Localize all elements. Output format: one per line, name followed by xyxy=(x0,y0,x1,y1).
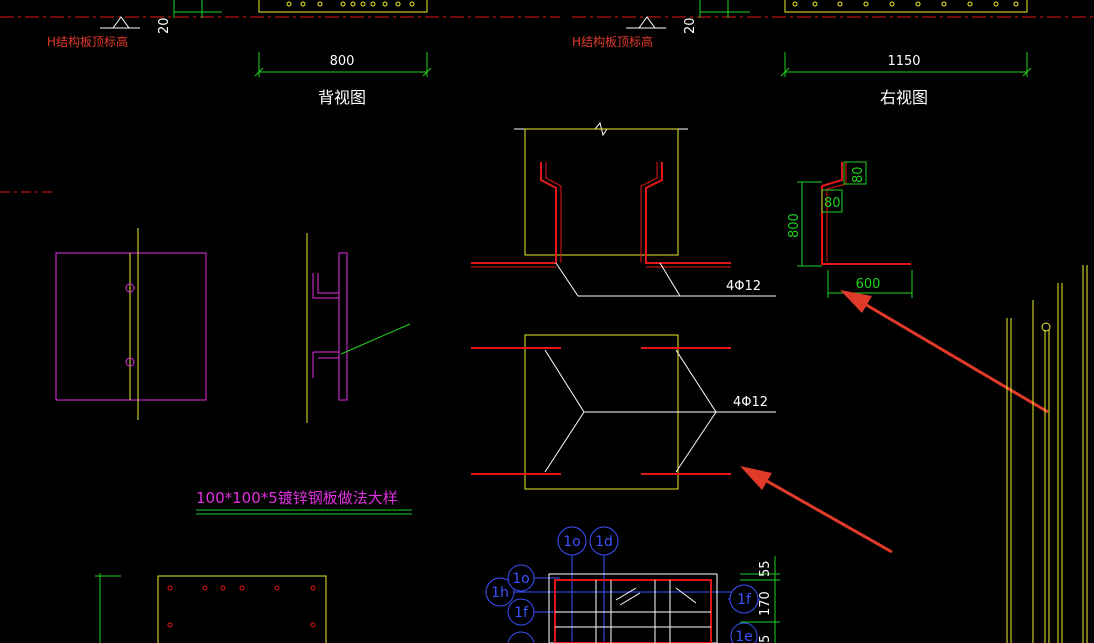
leader-line-plate xyxy=(340,323,411,355)
width-dim-left: 800 xyxy=(330,54,355,69)
rebar-label-plan: 4Φ12 xyxy=(733,395,768,410)
rebar-left-b xyxy=(545,162,562,263)
bubble-inner-a: 1o xyxy=(512,571,529,587)
bubble-bottom-circle xyxy=(507,631,535,643)
plate-detail-title: 100*100*5镀锌钢板做法大样 xyxy=(196,489,398,507)
section-dim-55: 55 xyxy=(758,560,773,577)
bubble-inner-b-circle xyxy=(507,598,535,626)
bent-height-dim: 800 xyxy=(787,213,802,238)
anchor-hook-upper xyxy=(312,273,339,299)
bolt-holes-left xyxy=(286,1,415,7)
bubble-right-a-circle xyxy=(729,584,759,614)
bottom-plate-holes xyxy=(167,585,316,628)
bubble-top-b-circle xyxy=(589,526,619,556)
right-view-group: H结构板顶标高 20 1150 右视图 xyxy=(572,0,1094,107)
rebar-right-b xyxy=(640,162,658,263)
offset-dim-left: 20 xyxy=(157,17,172,34)
dim-tick-800-b xyxy=(422,67,432,77)
view-title-back: 背视图 xyxy=(318,88,366,107)
arrow-1-shaft xyxy=(857,298,1049,414)
offset-dim-box xyxy=(821,189,843,213)
section-outline xyxy=(548,573,718,643)
section-ties xyxy=(555,580,711,643)
level-label-left: H结构板顶标高 xyxy=(47,34,128,49)
level-label-right: H结构板顶标高 xyxy=(572,34,653,49)
column-outline xyxy=(524,128,679,256)
leader-lines-plan xyxy=(544,349,776,473)
bent-hook-dim: 80 xyxy=(851,166,866,183)
bent-bar-group: 800 80 80 600 xyxy=(787,161,913,298)
level-triangle-right xyxy=(638,16,656,29)
bubble-left-a-circle xyxy=(485,577,515,607)
bottom-plate-group xyxy=(95,573,327,643)
view-title-right: 右视图 xyxy=(880,88,928,107)
bottom-plate-rect xyxy=(157,575,327,643)
section-dim-170: 170 xyxy=(758,591,773,616)
bent-offset-dim: 80 xyxy=(824,196,841,211)
bent-bar-inner xyxy=(826,162,847,262)
grid-bubbles xyxy=(485,526,759,643)
bolt-hole-upper xyxy=(125,283,135,293)
plate-front-rect xyxy=(55,252,207,401)
dim-tick-800-a xyxy=(254,67,264,77)
arrow-1-head xyxy=(840,290,872,313)
anchor-hook-lower xyxy=(312,351,339,378)
bolt-hole-lower xyxy=(125,357,135,367)
rebar-left-a xyxy=(471,162,557,264)
plate-side-rect xyxy=(338,252,348,401)
right-edge-lines xyxy=(1006,265,1088,643)
bubble-inner-a-circle xyxy=(507,564,535,592)
dim-tick-1150-a xyxy=(780,67,790,77)
back-view-group: H结构板顶标高 20 800 背视图 xyxy=(0,0,560,107)
bubble-inner-b: 1f xyxy=(514,605,529,621)
rebar-right-a xyxy=(645,162,731,264)
leader-lines-elevation xyxy=(555,262,776,297)
plate-outline-left xyxy=(258,0,428,13)
bent-bar-main xyxy=(821,162,911,265)
bubble-right-a: 1f xyxy=(737,592,752,608)
bolt-holes-right xyxy=(792,1,1019,7)
rebar-label-elevation: 4Φ12 xyxy=(726,279,761,294)
offset-dim-right: 20 xyxy=(683,17,698,34)
bubble-top-b: 1d xyxy=(595,534,613,550)
annotation-arrows xyxy=(740,290,1049,554)
bubble-right-b-circle xyxy=(730,622,758,643)
bubble-left-a: 1h xyxy=(491,585,509,601)
arrow-2-shaft xyxy=(757,474,893,554)
rebar-plan-group: 4Φ12 xyxy=(471,334,776,490)
bubble-leaders xyxy=(514,555,760,643)
rebar-elevation-group: 4Φ12 xyxy=(471,121,776,297)
bent-length-dim: 600 xyxy=(856,277,881,292)
column-section-group: 55 170 5 1o 1d 1h 1o 1f 1f 1e xyxy=(485,526,780,643)
section-dim-5: 5 xyxy=(758,635,773,643)
dim-tick-1150-b xyxy=(1022,67,1032,77)
plate-outline-right xyxy=(784,0,1028,13)
bubble-right-b: 1e xyxy=(735,629,753,643)
hook-dim-box xyxy=(843,161,867,185)
plate-detail-group: 100*100*5镀锌钢板做法大样 xyxy=(55,228,412,515)
arrow-2-head xyxy=(740,466,772,490)
level-triangle-left xyxy=(112,16,130,29)
bubble-top-a-circle xyxy=(557,526,587,556)
width-dim-right: 1150 xyxy=(887,54,920,69)
bubble-top-a: 1o xyxy=(563,534,580,550)
